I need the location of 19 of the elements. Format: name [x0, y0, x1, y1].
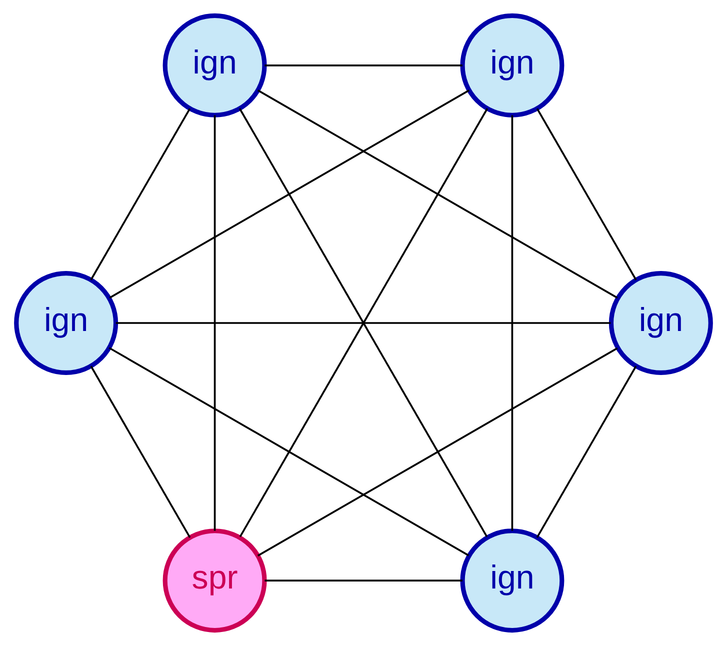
connector [108, 347, 469, 556]
node-circle: ign [14, 271, 118, 375]
connector [536, 366, 636, 538]
connector [108, 90, 470, 299]
connector [264, 64, 462, 66]
connector [536, 108, 636, 280]
connector [510, 115, 513, 531]
connector [90, 366, 190, 538]
connector [256, 90, 618, 299]
node-circle: spr [162, 528, 266, 633]
node-circle: ign [460, 13, 564, 118]
connector [115, 322, 610, 324]
connector [256, 347, 618, 556]
connector [264, 580, 462, 582]
node-circle: ign [162, 13, 266, 118]
node-circle: ign [608, 271, 712, 375]
connector [213, 115, 216, 531]
connector [90, 108, 190, 280]
node-circle: ign [460, 528, 564, 633]
